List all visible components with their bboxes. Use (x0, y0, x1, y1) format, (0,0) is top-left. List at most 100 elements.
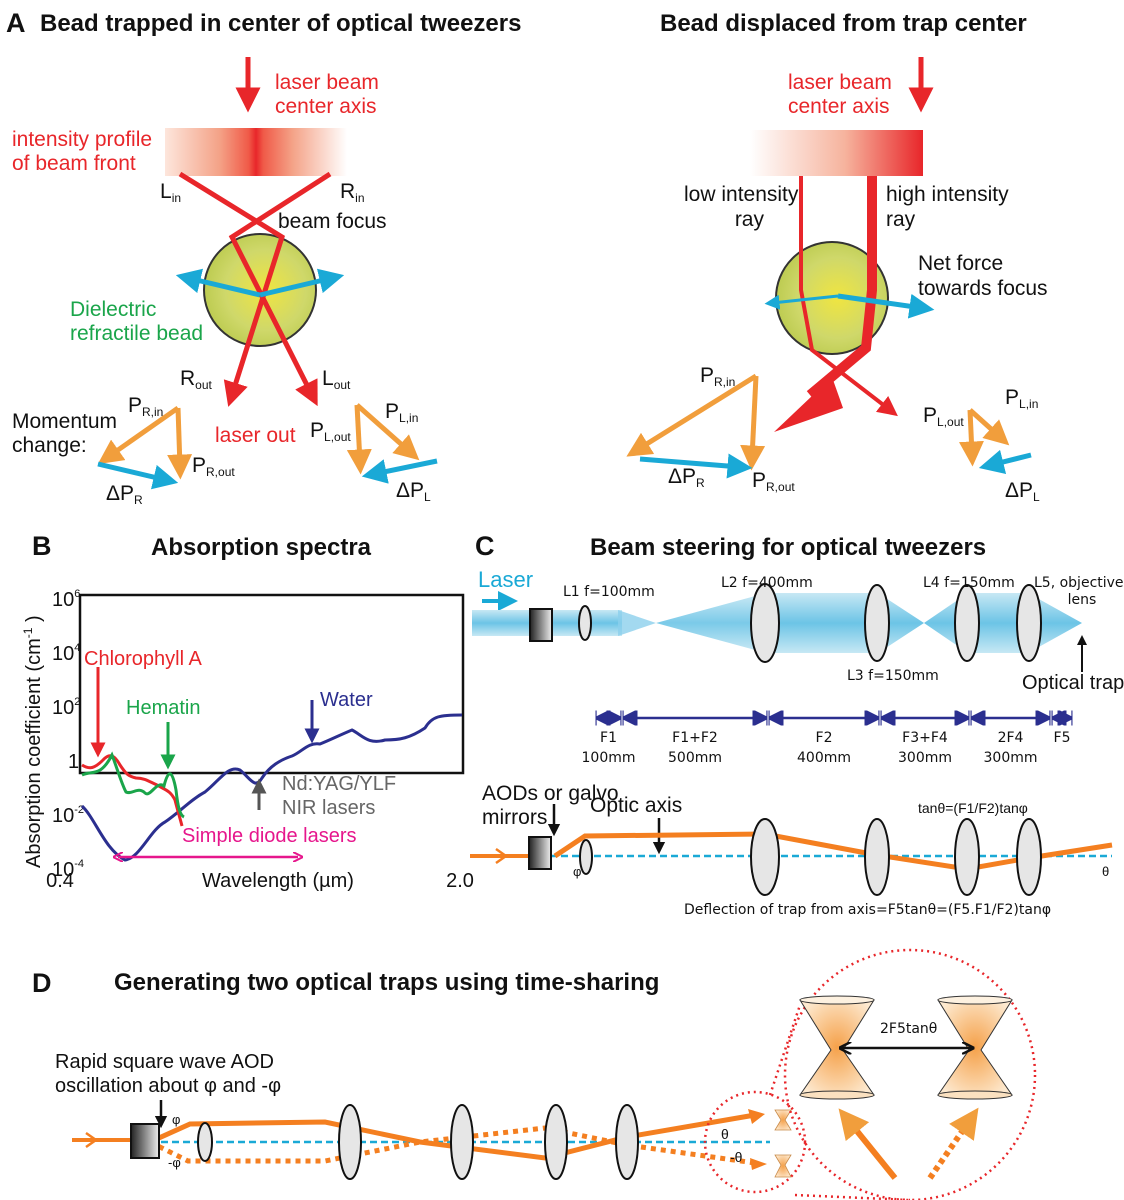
beam-segment-2 (766, 593, 878, 653)
lens-l5-label-line1: L5, objective (1034, 575, 1124, 591)
low-intensity-line1: low intensity (684, 183, 799, 206)
lens-steering-2 (750, 818, 780, 896)
p-l-in-arrow-right (968, 408, 1010, 446)
d-aod-block (130, 1123, 160, 1159)
d-theta-label: θ (721, 1126, 729, 1142)
zoom-source-circle (703, 1090, 807, 1194)
d-lens-3 (450, 1104, 474, 1180)
aod-label-line2: mirrors (482, 806, 547, 829)
p-r-in-arrow (97, 405, 180, 465)
theta-angle-label: θ (1102, 864, 1109, 879)
distance-name: F1 (600, 730, 617, 746)
p-r-out-arrow-right (740, 375, 766, 471)
delta-p-l-arrow-right (978, 449, 1032, 475)
large-trap-right (937, 995, 1013, 1100)
laser-label: Laser (478, 567, 533, 592)
panel-d: D Generating two optical traps using tim… (32, 948, 1037, 1200)
force-arrow-right (259, 268, 345, 298)
distance-name: F3+F4 (902, 730, 948, 746)
p-l-out-arrow (346, 404, 372, 475)
nd-yag-label-line1: Nd:YAG/YLF (282, 773, 396, 795)
beam-converge-1 (618, 610, 656, 636)
force-arrow-left-small (764, 294, 839, 310)
small-trap-lower (774, 1154, 792, 1178)
laser-out-label: laser out (215, 424, 296, 447)
bead-label-line2: refractile bead (70, 322, 203, 345)
p-l-out-label: PL,out (310, 419, 351, 444)
nd-yag-label-line2: NIR lasers (282, 797, 375, 819)
delta-p-r-arrow-right (639, 453, 753, 479)
l-in-label: Lin (160, 180, 181, 205)
low-intensity-ray (799, 176, 898, 417)
intensity-profile-label-line1: intensity profile (12, 128, 152, 151)
lens-l1 (578, 605, 592, 641)
d-input-beam-arrowhead (85, 1131, 99, 1149)
high-intensity-line2: ray (886, 208, 916, 231)
distance-value: 500mm (668, 750, 722, 766)
diode-lasers-label: Simple diode lasers (182, 825, 357, 847)
beam-to-right-trap (927, 1107, 979, 1180)
lens-steering-4 (954, 818, 980, 896)
d-lens-4 (544, 1104, 568, 1180)
laser-axis-label-line2: center axis (275, 95, 377, 118)
water-label: Water (320, 689, 373, 711)
net-force-line1: Net force (918, 252, 1003, 275)
ray-r-in (228, 171, 332, 407)
momentum-label-line1: Momentum (12, 410, 117, 433)
y-tick-label: 10-4 (52, 858, 84, 881)
aod-label-line1: AODs or galvo (482, 782, 619, 805)
panel-c-title: Beam steering for optical tweezers (590, 534, 986, 561)
d-lens-1 (197, 1122, 213, 1162)
p-r-out-label: PR,out (192, 454, 235, 479)
laser-axis-right-line1: laser beam (788, 71, 892, 94)
delta-p-l-label-right: ΔPL (1005, 479, 1040, 504)
lens-l3 (864, 584, 890, 662)
delta-p-l-label: ΔPL (396, 479, 431, 504)
distance-value: 100mm (582, 750, 636, 766)
high-intensity-ray-head (774, 377, 843, 432)
chlorophyll-label: Chlorophyll A (84, 648, 203, 670)
ray-l-in (178, 171, 285, 407)
panel-a-left-title: Bead trapped in center of optical tweeze… (40, 10, 521, 37)
panel-label-d: D (32, 968, 52, 998)
x-axis-label: Wavelength (µm) (202, 870, 354, 892)
d-neg-phi-label: -φ (168, 1155, 181, 1170)
p-r-out-label-right: PR,out (752, 469, 795, 494)
lens-l4 (954, 584, 980, 662)
panel-a-left: A Bead trapped in center of optical twee… (6, 8, 521, 507)
oscillation-label-line1: Rapid square wave AOD (55, 1051, 274, 1073)
force-arrow-left (175, 268, 261, 298)
d-lens-2 (338, 1104, 362, 1180)
x-tick-0.4: 0.4 (46, 870, 74, 892)
l-out-label: Lout (322, 367, 351, 392)
d-lens-5 (615, 1104, 639, 1180)
panel-label-c: C (475, 531, 495, 561)
high-intensity-ray (806, 176, 877, 399)
lens-steering-5 (1016, 818, 1042, 896)
p-r-in-label-right: PR,in (700, 364, 735, 389)
hematin-curve (81, 751, 185, 819)
bead-label-line1: Dielectric (70, 298, 156, 321)
delta-p-r-label-right: ΔPR (668, 465, 705, 490)
panel-label-a: A (6, 8, 26, 38)
aod-block-steering (528, 836, 552, 870)
force-arrow-right-large (837, 293, 935, 319)
optic-axis-label: Optic axis (590, 794, 682, 817)
x-tick-2.0: 2.0 (446, 870, 474, 892)
distance-name: F2 (816, 730, 833, 746)
delta-p-r-arrow (97, 461, 179, 490)
tan-theta-equation: tanθ=(F1/F2)tanφ (918, 800, 1028, 816)
laser-axis-right-line2: center axis (788, 95, 890, 118)
p-l-in-label: PL,in (385, 400, 418, 425)
y-axis-label: Absorption coefficient (cm-1 ) (21, 615, 45, 868)
intensity-profile-label-line2: of beam front (12, 152, 136, 175)
lens-l1-label: L1 f=100mm (563, 584, 655, 600)
plot-frame (78, 593, 465, 775)
beam-diverge-1 (656, 593, 766, 653)
y-tick-label: 10-2 (52, 804, 84, 827)
distance-name: F5 (1054, 730, 1071, 746)
p-r-in-label: PR,in (128, 394, 163, 419)
zoom-connector-top (768, 1004, 802, 1096)
